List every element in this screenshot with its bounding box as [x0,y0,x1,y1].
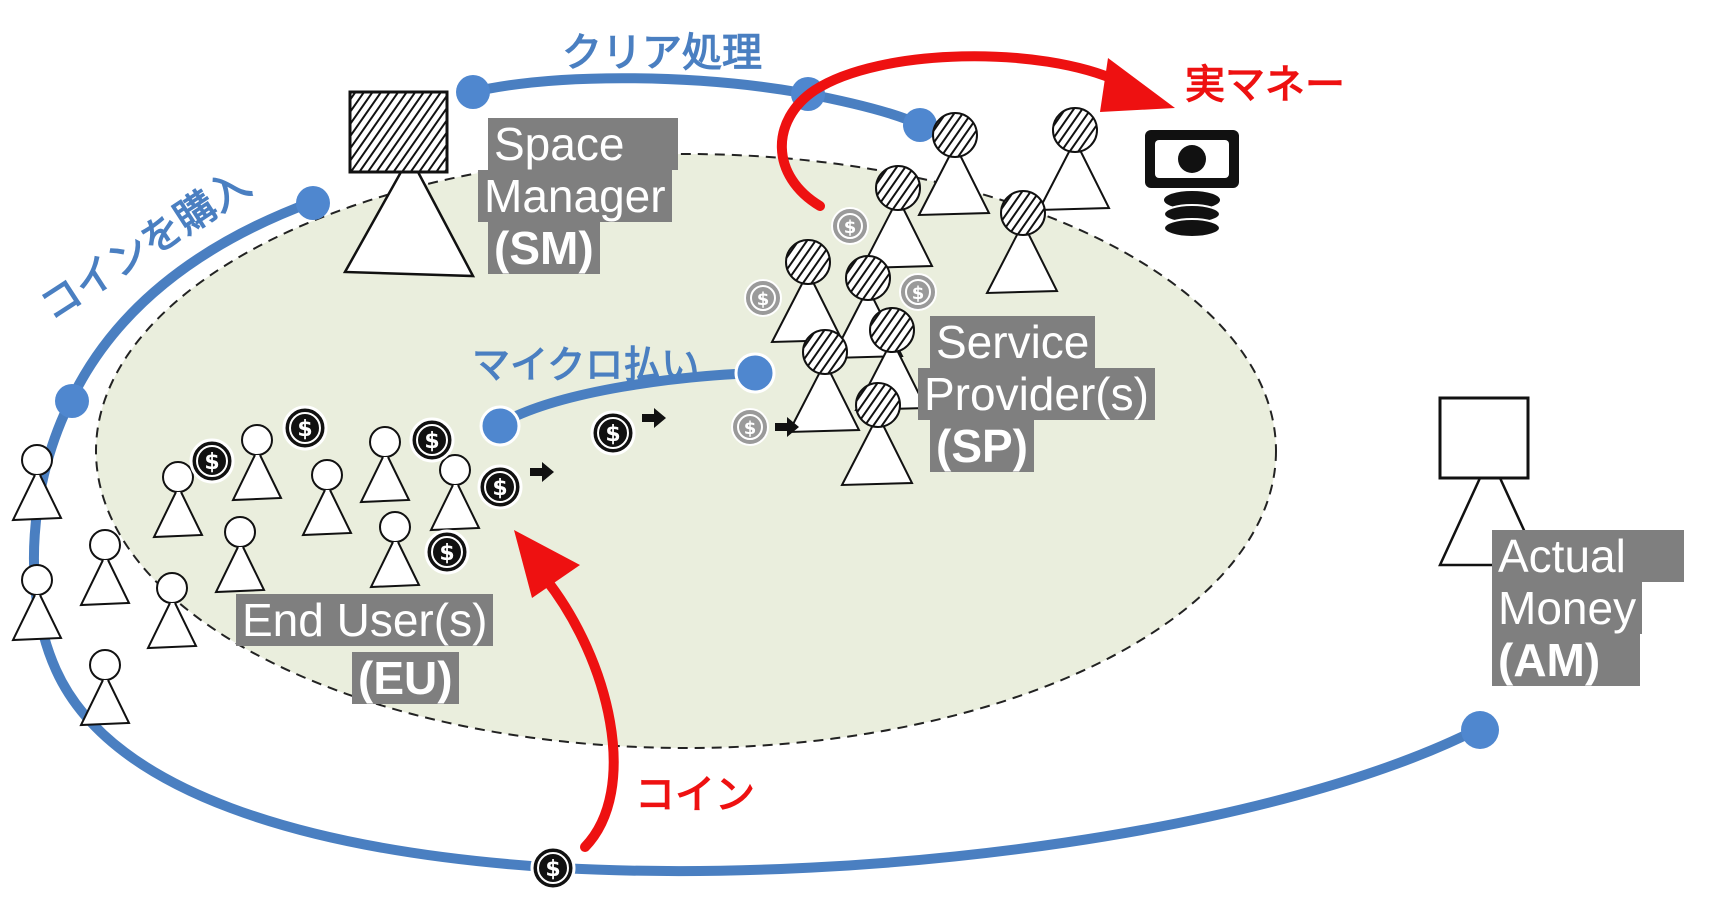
flow-node [479,405,521,447]
service-provider-abbr: (SP) [930,420,1034,472]
flow-node [296,186,330,220]
actual-money-abbr: (AM) [1492,634,1640,686]
service-provider-line2: Provider(s) [924,368,1149,420]
space-manager-label: Space [488,118,678,170]
clearing-label: クリア処理 [562,30,762,76]
flow-node [456,75,490,109]
real-money-label: 実マネー [1185,62,1345,108]
flow-node [55,384,89,418]
micro-payment-flow-line [495,368,760,429]
flow-node [903,108,937,142]
end-user-abbr: (EU) [352,652,459,704]
actual-money-label-2: Money [1492,582,1643,634]
money-stack-icon [1145,130,1239,238]
actual-money-label: Actual [1492,530,1684,582]
actual-money-line2: Money [1498,582,1637,634]
space-manager-line1: Space [494,118,625,170]
space-manager-label-2: Manager [478,170,672,222]
space-manager-abbr: (SM) [488,222,600,274]
flow-node [1461,711,1499,749]
actual-money-line1: Actual [1498,530,1626,582]
coin-issue-arrowhead [514,530,580,598]
flow-node [734,352,776,394]
service-provider-label: Service [930,316,1096,368]
end-user-label: End User(s) [236,594,494,646]
community-ellipse [95,153,1277,749]
coin-label: コイン [635,772,755,818]
real-money-arrowhead [1100,58,1175,112]
micro-payment-label: マイクロ払い [472,343,699,387]
real-money-arrow [776,51,1125,211]
end-user-line1: End User(s) [242,594,488,646]
space-manager-line2: Manager [484,170,666,222]
clearing-flow-line [468,73,925,130]
coin-issue-arrow [540,573,619,852]
coin-purchase-flow-line [29,197,1485,877]
space-manager-figure [342,90,476,278]
service-provider-line1: Service [936,316,1090,368]
service-provider-label-2: Provider(s) [918,368,1155,420]
